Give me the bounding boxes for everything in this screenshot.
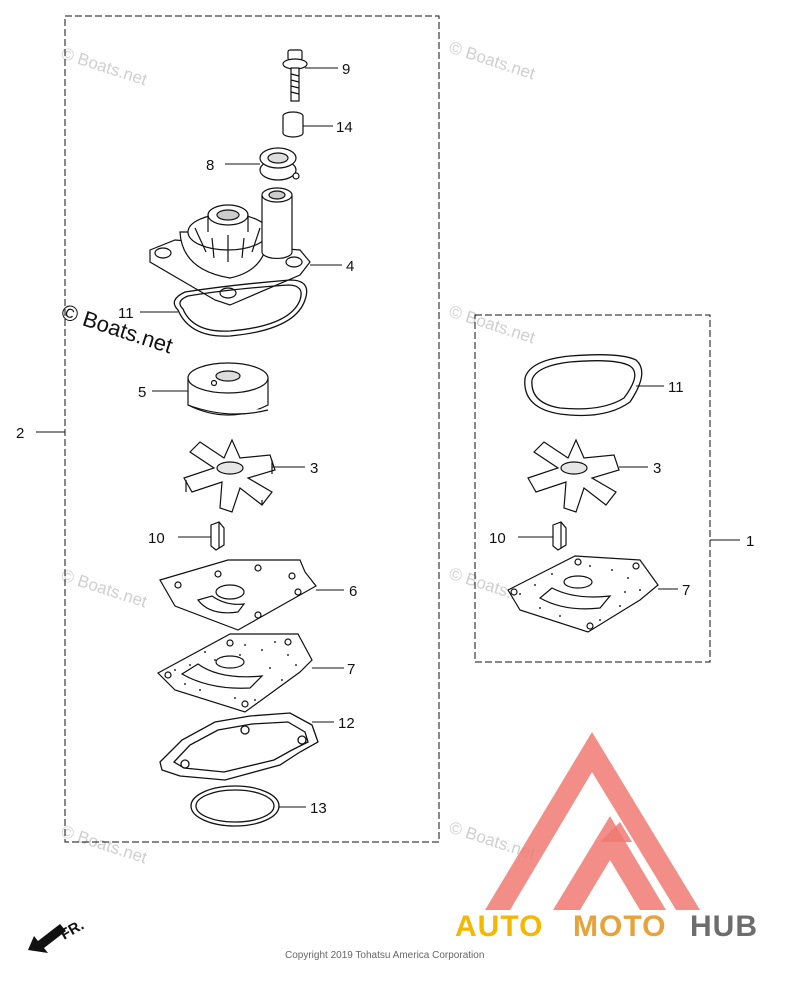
callout-2: 2 xyxy=(16,425,24,442)
gasket-part-11-right xyxy=(524,354,643,417)
kit-1-group-box xyxy=(474,314,711,663)
watermark: © Boats.net xyxy=(59,44,150,90)
callouts: 9 14 8 4 11 5 3 10 6 7 12 13 2 11 3 10 7… xyxy=(16,61,754,817)
callout-10-right: 10 xyxy=(489,530,506,547)
callout-3-left: 3 xyxy=(310,460,318,477)
callout-7-right: 7 xyxy=(682,582,690,599)
gasket-part-12 xyxy=(159,712,319,781)
callout-11-left: 11 xyxy=(118,305,134,322)
watermark: © Boats.net xyxy=(59,822,150,868)
watermark: © Boats.net xyxy=(59,566,150,612)
impeller-part-3-left xyxy=(183,438,276,513)
impeller-housing-part-5 xyxy=(187,362,269,416)
direction-label: FR. xyxy=(58,917,87,944)
callout-14: 14 xyxy=(336,119,353,136)
key-part-10-right xyxy=(552,521,567,551)
arrow-down-left-icon xyxy=(28,924,66,953)
callout-12: 12 xyxy=(338,715,355,732)
copyright-text: Copyright 2019 Tohatsu America Corporati… xyxy=(285,950,484,961)
gasket-part-11-left xyxy=(173,279,308,337)
callout-3-right: 3 xyxy=(653,460,661,477)
callout-9: 9 xyxy=(342,61,350,78)
front-direction-indicator: FR. xyxy=(28,917,87,953)
watermarks: © Boats.net © Boats.net © Boats.net © Bo… xyxy=(58,38,537,868)
kit-2-group-box xyxy=(64,15,440,843)
watermark: © Boats.net xyxy=(447,302,538,348)
plate-part-6 xyxy=(159,559,317,631)
callout-1: 1 xyxy=(746,533,754,550)
brand-auto: AUTO xyxy=(455,910,543,943)
callout-8: 8 xyxy=(206,157,214,174)
leader-lines xyxy=(36,67,740,808)
pump-housing-part-4 xyxy=(149,187,311,306)
grommet-part-8 xyxy=(259,147,300,181)
key-part-10-left xyxy=(210,521,225,551)
o-ring-part-13 xyxy=(190,785,280,827)
callout-5: 5 xyxy=(138,384,146,401)
brand-hub: HUB xyxy=(690,910,758,943)
automotohub-logo: AUTO MOTO HUB xyxy=(455,732,758,943)
gasket-part-7-left xyxy=(157,633,313,713)
gasket-part-7-right xyxy=(507,555,659,633)
callout-7-left: 7 xyxy=(347,661,355,678)
callout-4: 4 xyxy=(346,258,354,275)
bolt-part-9 xyxy=(282,49,308,102)
brand-moto: MOTO xyxy=(573,910,666,943)
callout-6: 6 xyxy=(349,583,357,600)
callout-11-right: 11 xyxy=(668,379,684,396)
impeller-part-3-right xyxy=(527,438,620,513)
callout-10-left: 10 xyxy=(148,530,165,547)
callout-13: 13 xyxy=(310,800,327,817)
watermark: © Boats.net xyxy=(447,38,538,84)
collar-part-14 xyxy=(282,111,304,138)
